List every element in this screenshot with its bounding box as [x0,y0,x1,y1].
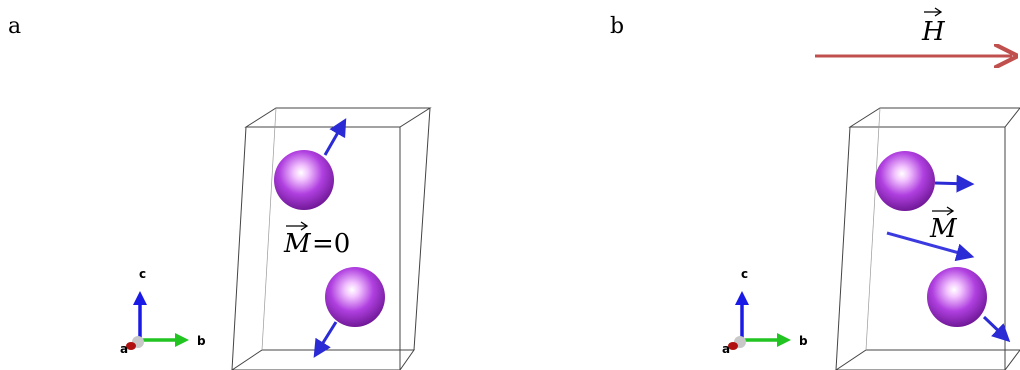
spin-arrow-bottom-b [982,315,1011,343]
axis-b-label-a: b [197,334,206,348]
panel-b-label: b [610,14,624,39]
atom-sphere-bottom-b [927,267,987,327]
axis-a-label-b: a [722,342,730,356]
unit-cell-a [231,107,432,370]
axis-a-label-a: a [120,342,128,356]
spin-arrow-down-a [313,321,338,358]
unit-cell-b [835,107,1020,370]
moment-symbol-b: M [929,214,958,244]
axis-c-label-a: c [139,267,146,281]
atom-sphere-bottom-a [325,267,385,327]
crystal-axes-b: c b a [722,267,808,356]
panel-b: b H M [610,7,1020,370]
crystal-axes-a: c b a [120,267,206,356]
field-label: H [921,7,946,47]
moment-symbol-a: M [283,229,312,259]
atom-sphere-top-a [274,150,334,210]
axis-b-label-b: b [799,334,808,348]
moment-equals-a: =0 [312,229,350,259]
moment-label-b: M [929,206,958,244]
spin-arrow-up-a [323,118,347,156]
atom-sphere-top-b [875,151,935,211]
moment-equation-a: M =0 [283,221,350,259]
axis-c-label-b: c [741,267,748,281]
panel-a-label: a [8,14,21,39]
panel-a: a M =0 c b a [8,14,432,370]
field-symbol: H [921,17,946,47]
spin-arrow-top-b [934,174,975,193]
net-moment-arrow [886,231,975,262]
